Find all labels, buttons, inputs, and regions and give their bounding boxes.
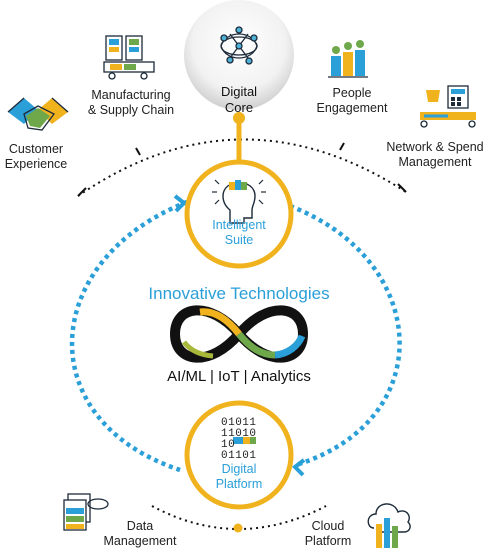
right-cycle-arc xyxy=(289,203,402,468)
node-label-line1: Data xyxy=(126,519,154,533)
left-cycle-arc xyxy=(69,199,188,473)
node-label-line1: Cloud xyxy=(311,519,345,533)
binary-bars-icon xyxy=(233,437,256,444)
node-label-line1: Manufacturing xyxy=(91,88,171,102)
top-arc-tick xyxy=(77,187,87,197)
binary-line: 10 xyxy=(221,439,236,451)
network-spend-label: Network & Spend Management xyxy=(382,140,488,170)
intelligent-suite-line1: Intelligent xyxy=(212,218,266,232)
node-label-line2: Experience xyxy=(4,157,68,171)
binary-code-label: 01011 11010 10 01101 xyxy=(221,418,271,462)
factory-machine-icon xyxy=(103,35,155,80)
node-label-line1: Network & Spend xyxy=(386,140,484,154)
digital-platform-line1: Digital xyxy=(221,462,257,476)
core-connector-node xyxy=(233,112,245,124)
manufacturing-label: Manufacturing & Supply Chain xyxy=(76,88,186,118)
node-label-line2: Engagement xyxy=(316,101,388,115)
handshake-icon xyxy=(7,97,69,131)
intelligent-suite-circle xyxy=(184,159,294,269)
digital-core-icon xyxy=(220,26,258,65)
cloud-icon xyxy=(367,503,411,548)
head-brain-icon xyxy=(212,179,266,224)
binary-line: 01011 xyxy=(221,417,257,429)
digital-core-label: Digital Core xyxy=(209,84,269,115)
data-documents-icon xyxy=(63,493,109,531)
node-label-line2: & Supply Chain xyxy=(87,103,175,117)
node-label-line2: Platform xyxy=(304,534,352,548)
digital-platform-circle xyxy=(184,400,294,510)
innovative-technologies-title: Innovative Technologies xyxy=(148,284,330,303)
top-arc-tick xyxy=(339,142,345,151)
infinity-icon xyxy=(169,305,309,363)
people-engagement-label: People Engagement xyxy=(310,86,394,116)
node-label-line2: Management xyxy=(103,534,177,548)
digital-platform-label: Digital Platform xyxy=(199,462,279,492)
data-management-label: Data Management xyxy=(98,519,182,549)
node-label-line1: Customer xyxy=(8,142,64,156)
digital-core-text: Digital Core xyxy=(220,84,258,115)
intelligent-suite-label: Intelligent Suite xyxy=(199,218,279,248)
right-arrowhead xyxy=(291,458,306,477)
tech-list-label: AI/ML | IoT | Analytics xyxy=(167,368,311,385)
bottom-arc-node xyxy=(233,523,243,533)
binary-line: 11010 xyxy=(221,428,257,440)
top-arc-tick xyxy=(135,147,141,156)
customer-experience-label: Customer Experience xyxy=(0,142,72,172)
cloud-platform-label: Cloud Platform xyxy=(294,519,362,549)
network-calculator-icon xyxy=(420,85,476,128)
left-arrowhead xyxy=(173,194,188,213)
top-arc-tick xyxy=(397,183,407,193)
binary-line: 01101 xyxy=(221,450,257,462)
digital-platform-line2: Platform xyxy=(215,477,263,491)
node-label-line1: People xyxy=(332,86,372,100)
people-chart-icon xyxy=(328,40,368,78)
intelligent-suite-line2: Suite xyxy=(224,233,254,247)
node-label-line2: Management xyxy=(398,155,472,169)
